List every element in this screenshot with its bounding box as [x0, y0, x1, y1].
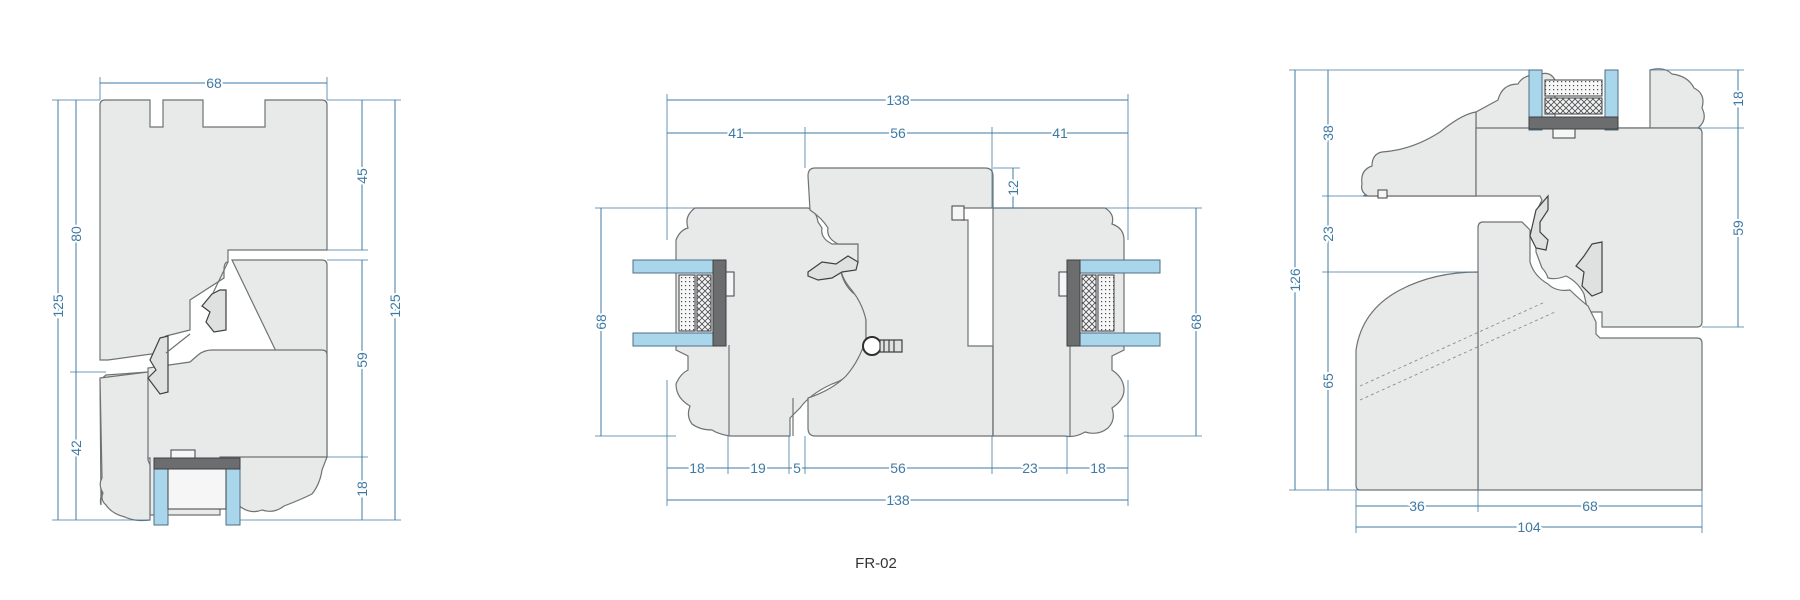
right-glass-right	[1604, 69, 1619, 131]
left-frame-bottom-profile	[99, 371, 151, 522]
right-drip-block	[1377, 189, 1388, 199]
mid-left-core-dots	[678, 274, 696, 332]
left-gasket-upper	[201, 289, 227, 333]
left-dim-left-upper: 80	[68, 226, 84, 242]
mid-dim-top-total: 138	[886, 92, 910, 108]
right-dim-bottom-2: 68	[1582, 498, 1598, 514]
right-gasket-lower	[1575, 241, 1603, 297]
left-dim-right-top: 45	[354, 168, 370, 184]
mid-left-glass-top	[632, 259, 714, 274]
mid-left-core-cross	[696, 274, 712, 332]
mid-right-core-cross	[1081, 274, 1097, 332]
left-gasket-lower	[147, 335, 169, 395]
mid-dim-notch: 12	[1005, 180, 1021, 196]
mid-dim-bottom-3: 5	[793, 460, 801, 476]
left-spacer-dark	[153, 457, 241, 470]
right-dimensions	[1289, 69, 1744, 533]
left-dim-right-overall: 125	[387, 294, 403, 318]
left-dim-left-overall: 125	[50, 294, 66, 318]
mid-dim-bottom-4: 56	[890, 460, 906, 476]
right-gasket-upper	[1529, 194, 1549, 251]
right-dim-right-2: 59	[1730, 220, 1746, 236]
mid-dim-top-right: 41	[1052, 125, 1068, 141]
left-dim-right-mid: 59	[354, 352, 370, 368]
left-dimensions	[52, 77, 401, 521]
right-core-cross	[1544, 97, 1603, 115]
left-core-frame	[167, 468, 227, 510]
drawing-caption: FR-02	[855, 555, 897, 572]
right-core-dots	[1544, 79, 1603, 97]
right-dim-left-overall: 126	[1287, 268, 1303, 292]
mid-right-glass-bottom	[1079, 332, 1161, 347]
mid-dim-bottom-2: 19	[750, 460, 766, 476]
mid-dim-right-height: 68	[1188, 314, 1204, 330]
mid-dim-bottom-1: 18	[689, 460, 705, 476]
mid-right-core-dots	[1097, 274, 1115, 332]
mid-left-spacer	[712, 259, 727, 347]
right-spacer-dark	[1528, 116, 1619, 130]
right-frame-profile	[1477, 221, 1703, 491]
left-spacer-block	[170, 449, 196, 459]
mid-dim-top-center: 56	[890, 125, 906, 141]
right-dim-left-3: 65	[1320, 373, 1336, 389]
left-section: 68 125 80 42 45 59 18 125	[48, 73, 405, 526]
mid-gasket-upper	[807, 255, 859, 281]
left-dim-top-width: 68	[206, 75, 222, 91]
right-dim-right-1: 18	[1730, 91, 1746, 107]
right-dim-bottom-total: 104	[1517, 519, 1541, 535]
right-dim-left-2: 23	[1320, 226, 1336, 242]
right-drip-profile	[1361, 111, 1477, 197]
left-dim-left-lower: 42	[68, 440, 84, 456]
mid-dim-bottom-6: 18	[1090, 460, 1106, 476]
mid-left-glass-bottom	[632, 332, 714, 347]
right-glass-left	[1528, 69, 1543, 131]
right-dim-bottom-1: 36	[1409, 498, 1425, 514]
left-dim-right-bottom: 18	[354, 481, 370, 497]
mid-dim-left-height: 68	[593, 314, 609, 330]
mid-stop-block	[951, 205, 965, 221]
mid-dim-bottom-5: 23	[1022, 460, 1038, 476]
right-dim-left-1: 38	[1320, 125, 1336, 141]
mid-gasket-fin	[879, 339, 903, 353]
mid-right-glass-top	[1079, 259, 1161, 274]
mid-gasket-bulb	[862, 336, 882, 356]
middle-section: 138 41 56 41 12 68 68 18 19 5 56 23 18 1…	[591, 90, 1206, 510]
right-spacer-block	[1552, 128, 1576, 139]
right-section: 126 38 23 65 18 59 36 68 104	[1285, 68, 1748, 537]
mid-right-block	[1058, 271, 1068, 297]
mid-left-block	[725, 271, 735, 297]
right-bottom-rail-profile	[1355, 271, 1479, 491]
mid-dim-top-left: 41	[728, 125, 744, 141]
mid-right-spacer	[1066, 259, 1081, 347]
mid-dim-bottom-total: 138	[886, 492, 910, 508]
middle-dimensions	[595, 94, 1202, 506]
right-sash-profile	[1475, 127, 1703, 328]
